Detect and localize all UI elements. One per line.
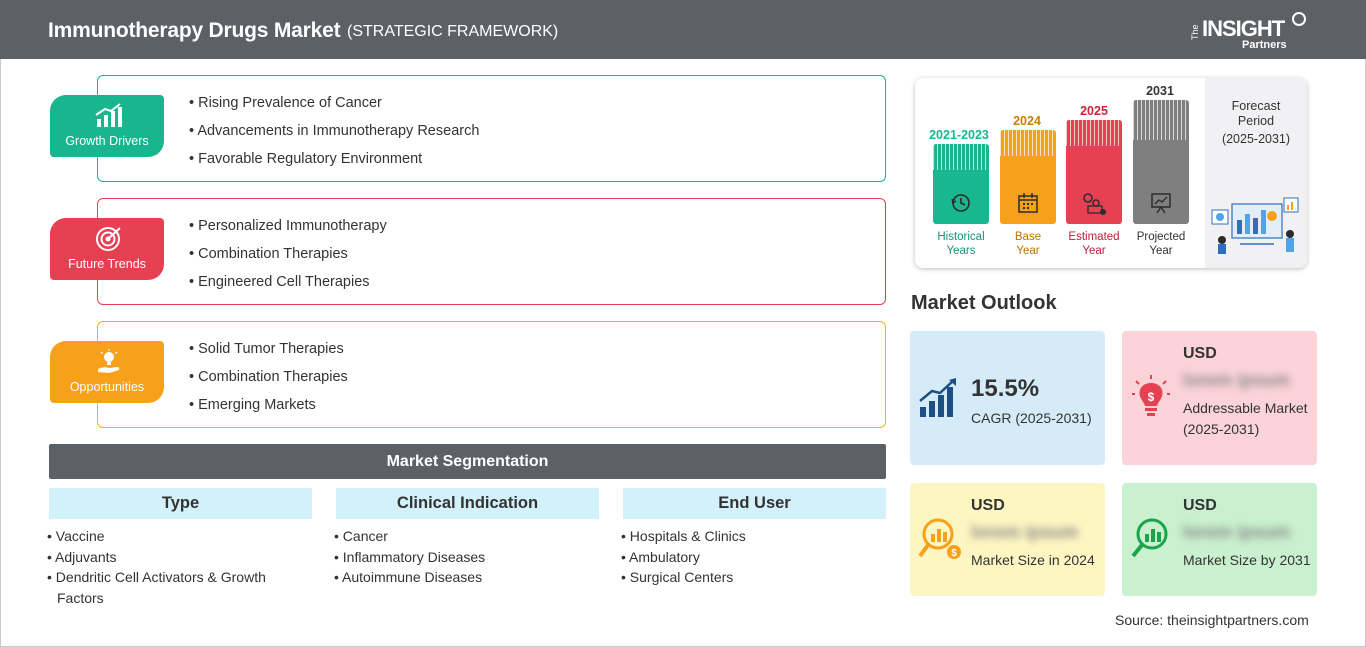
source-credit: Source: theinsightpartners.com [1115,612,1309,628]
addressable-currency: USD [1183,345,1217,362]
growth-drivers-label: Growth Drivers [65,134,149,148]
segment-column-end-user: End User • Hospitals & Clinics • Ambulat… [621,488,886,588]
lightbulb-dollar-icon: $ [1132,375,1170,416]
size-2031-currency: USD [1183,497,1217,514]
history-clock-icon [951,194,970,212]
growth-drivers-badge: Growth Drivers [50,95,164,157]
base-year: 2024 [1013,114,1041,128]
segment-column-type: Type • Vaccine • Adjuvants • Dendritic C… [47,488,312,608]
future-trends-badge: Future Trends [50,218,164,280]
logo-ring-icon [1292,12,1306,26]
analytics-dashboard-illustration-icon [1211,197,1299,254]
segment-item: • Hospitals & Clinics [621,528,746,544]
market-size-2031-card: USD lorem ipsum Market Size by 2031 [1122,483,1317,596]
historical-year: 2021-2023 [929,128,989,142]
logo-insight: INSIGHT [1202,16,1285,41]
opportunities-badge: Opportunities [50,341,164,403]
svg-text:$: $ [951,548,957,559]
segmentation-title: Market Segmentation [49,444,886,479]
segment-header: End User [623,488,886,519]
projected-bar [1133,100,1189,224]
cagr-value: 15.5% [971,375,1040,402]
segment-item: • Dendritic Cell Activators & Growth Fac… [47,569,266,606]
cagr-label: CAGR (2025-2031) [971,410,1092,426]
growth-arrow-chart-icon [919,378,956,417]
header-bar: Immunotherapy Drugs Market (STRATEGIC FR… [0,0,1366,59]
size-2031-value: lorem ipsum [1183,522,1291,542]
size-2024-currency: USD [971,497,1005,514]
presentation-board-icon [1151,193,1171,214]
segment-item: • Cancer [334,528,388,544]
addressable-label: Addressable Market (2025-2031) [1183,400,1308,437]
future-trends-box: • Personalized Immunotherapy • Combinati… [97,198,886,305]
gears-chart-icon [1083,193,1106,215]
insight-partners-logo[interactable]: The INSIGHT Partners [1190,10,1310,52]
size-2031-label: Market Size by 2031 [1183,552,1311,568]
future-trend-item: • Combination Therapies [189,246,348,262]
addressable-market-card: $ USD lorem ipsum Addressable Market (20… [1122,331,1317,465]
estimated-year: 2025 [1080,104,1108,118]
page-title: Immunotherapy Drugs Market [48,19,341,42]
segment-item: • Autoimmune Diseases [334,569,483,585]
market-size-2024-card: $ USD lorem ipsum Market Size in 2024 [910,483,1105,596]
lightbulb-hand-icon [98,349,120,373]
segment-item: • Surgical Centers [621,569,734,585]
logo-the: The [1190,24,1200,40]
svg-text:$: $ [1148,390,1155,404]
growth-driver-item: • Advancements in Immunotherapy Research [189,123,480,139]
page-subtitle: (STRATEGIC FRAMEWORK) [347,23,559,40]
size-2024-value: lorem ipsum [971,522,1079,542]
segment-item: • Ambulatory [621,548,700,565]
estimated-bar [1066,120,1122,224]
segment-item: • Adjuvants [47,548,117,565]
cagr-card: 15.5% CAGR (2025-2031) [910,331,1105,465]
opportunity-item: • Combination Therapies [189,369,348,385]
segment-item: • Vaccine [47,528,105,544]
historical-bar [933,144,989,224]
magnifier-chart-icon: $ [918,518,961,559]
opportunities-label: Opportunities [69,380,145,394]
size-2024-label: Market Size in 2024 [971,552,1095,568]
forecast-range: (2025-2031) [1221,132,1291,146]
forecast-title: Forecast Period [1231,99,1281,128]
base-bar [1000,130,1056,224]
logo-partners: Partners [1242,39,1287,51]
growth-drivers-box: • Rising Prevalence of Cancer • Advancem… [97,75,886,182]
future-trend-item: • Personalized Immunotherapy [189,218,387,234]
segment-header: Type [49,488,312,519]
opportunities-box: • Solid Tumor Therapies • Combination Th… [97,321,886,428]
calendar-icon [1018,193,1038,213]
segment-header: Clinical Indication [336,488,599,519]
segment-column-clinical-indication: Clinical Indication • Cancer • Inflammat… [334,488,599,588]
addressable-value: lorem ipsum [1183,370,1291,390]
growth-driver-item: • Rising Prevalence of Cancer [189,95,382,111]
projected-year: 2031 [1146,84,1174,98]
opportunity-item: • Solid Tumor Therapies [189,341,344,357]
future-trend-item: • Engineered Cell Therapies [189,274,370,290]
segment-item: • Inflammatory Diseases [334,548,486,565]
opportunity-item: • Emerging Markets [189,397,316,413]
target-icon [96,227,121,251]
growth-driver-item: • Favorable Regulatory Environment [189,151,423,167]
market-outlook-title: Market Outlook [911,292,1057,314]
future-trends-label: Future Trends [68,257,146,271]
growth-chart-icon [95,103,122,127]
magnifier-chart-icon [1131,518,1168,558]
